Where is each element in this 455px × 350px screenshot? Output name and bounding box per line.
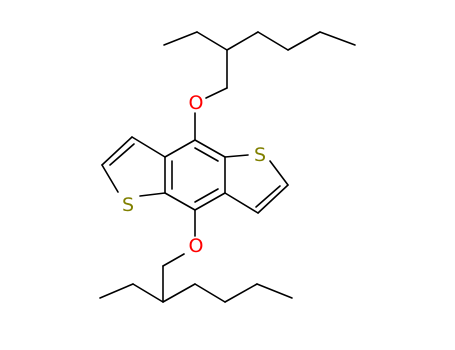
thiophene-ring-left xyxy=(101,136,166,197)
sulfur-atom-right: S xyxy=(254,144,266,166)
bond xyxy=(224,283,258,303)
bond xyxy=(226,31,259,51)
thiophene-ring-right xyxy=(224,154,289,214)
bond xyxy=(99,283,134,299)
bond xyxy=(257,184,289,214)
bond xyxy=(162,283,196,303)
bond xyxy=(257,31,289,51)
bond xyxy=(205,87,228,99)
upper-alkyl-chain xyxy=(163,31,356,99)
bond xyxy=(255,185,281,208)
bond xyxy=(319,31,356,46)
bond xyxy=(131,136,166,158)
bond xyxy=(101,136,133,166)
oxygen-atom-top: O xyxy=(189,92,204,114)
bond xyxy=(224,154,249,158)
bond xyxy=(164,192,196,211)
bond xyxy=(162,253,185,267)
bond xyxy=(194,192,226,211)
bond xyxy=(287,31,321,51)
bond xyxy=(194,147,219,162)
bond xyxy=(256,283,293,299)
bond xyxy=(224,192,259,214)
sulfur-atom-left: S xyxy=(122,194,134,216)
bond xyxy=(139,192,166,197)
bond xyxy=(194,283,226,303)
bond xyxy=(164,139,196,158)
bond xyxy=(101,164,119,193)
bond xyxy=(132,283,164,303)
lower-alkyl-chain xyxy=(99,253,293,303)
bond xyxy=(269,160,289,186)
bond xyxy=(163,31,198,46)
bond xyxy=(109,143,135,166)
bond xyxy=(196,31,228,51)
bond xyxy=(194,188,219,203)
benzene-ring xyxy=(164,139,226,211)
oxygen-atom-bottom: O xyxy=(189,235,204,257)
bond xyxy=(194,139,226,158)
